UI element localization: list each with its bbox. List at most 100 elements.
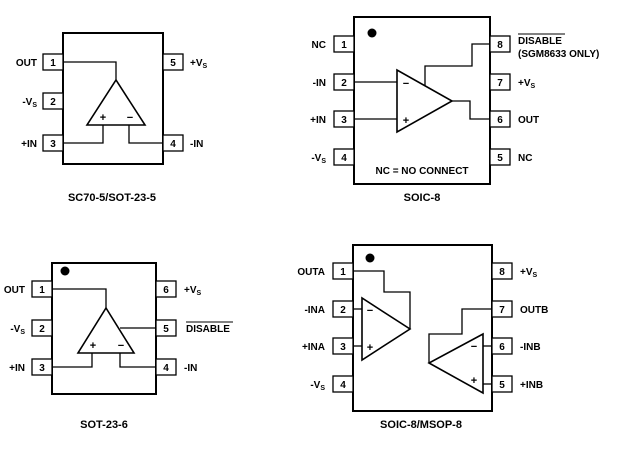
pin-number: 2 <box>39 324 45 335</box>
pin-label: -VS <box>10 324 25 336</box>
package-soic-8-msop-8: 1 2 3 4 8 7 6 5 OUTA -INA +INA -VS +VS O… <box>297 244 548 431</box>
disable-wire <box>424 43 490 86</box>
pin1-indicator-dot <box>365 253 375 263</box>
pin-label: +IN <box>310 115 326 126</box>
pin-label-note: (SGM8633 ONLY) <box>518 49 599 60</box>
pin-label: OUTB <box>520 305 548 316</box>
pin-number: 6 <box>163 285 169 296</box>
pin-number: 4 <box>340 380 346 391</box>
package-title: SOT-23-6 <box>80 419 128 431</box>
pin-label: OUT <box>16 58 37 69</box>
op-amp-a-symbol <box>361 296 412 362</box>
output-a-wire <box>353 270 411 329</box>
pin-number: 2 <box>340 305 346 316</box>
pin-number: 6 <box>497 115 503 126</box>
plus-sign: + <box>403 115 409 127</box>
pin-number: 1 <box>340 267 346 278</box>
pin-number: 4 <box>170 139 176 150</box>
pin-box-4 <box>332 375 354 393</box>
pin-number: 7 <box>497 78 503 89</box>
minus-sign: − <box>127 112 133 124</box>
pin-box-7 <box>489 73 511 91</box>
package-title: SOIC-8/MSOP-8 <box>380 419 462 431</box>
pin-label: NC <box>312 40 326 51</box>
package-sc70-5: 1 2 3 5 4 OUT -VS +IN +VS -IN + − SC70-5… <box>16 32 208 204</box>
minus-sign: − <box>367 305 373 317</box>
pin-label: +IN <box>9 363 25 374</box>
pin-number: 8 <box>499 267 505 278</box>
pin-label: +VS <box>184 285 202 297</box>
output-wire <box>52 288 107 308</box>
pin-number: 3 <box>50 139 56 150</box>
package-soic-8: 1 2 3 4 8 7 6 5 NC -IN +IN -VS DISABLE (… <box>310 16 599 204</box>
pin1-indicator-dot <box>367 28 377 38</box>
pin-number: 4 <box>341 153 347 164</box>
pin-box-1 <box>333 35 355 53</box>
pin-number: 8 <box>497 40 503 51</box>
pin-label: OUT <box>518 115 539 126</box>
pin-number: 4 <box>163 363 169 374</box>
output-b-wire <box>428 308 492 363</box>
pin-label: +VS <box>518 78 536 90</box>
pin1-indicator-dot <box>60 266 70 276</box>
pin-box-2 <box>31 319 53 337</box>
pin-label: +VS <box>190 58 208 70</box>
pin-label: -VS <box>22 97 37 109</box>
pin-label: -IN <box>190 139 203 150</box>
pin-number: 2 <box>50 97 56 108</box>
pin-number: 5 <box>499 380 505 391</box>
op-amp-symbol <box>85 78 147 126</box>
pin-number: 2 <box>341 78 347 89</box>
op-amp-symbol <box>76 306 136 354</box>
pin-label: +INA <box>302 342 325 353</box>
pin-number: 7 <box>499 305 505 316</box>
pin-label: -VS <box>311 153 326 165</box>
pin-label: -INA <box>304 305 325 316</box>
pin-box-4 <box>333 148 355 166</box>
pin-label: NC <box>518 153 532 164</box>
pin-number: 3 <box>340 342 346 353</box>
plus-sign: + <box>367 342 373 354</box>
plus-sign: + <box>90 340 96 352</box>
pin-label: +IN <box>21 139 37 150</box>
pin-label: -IN <box>313 78 326 89</box>
inverting-wire <box>119 353 156 368</box>
package-title: SC70-5/SOT-23-5 <box>68 192 156 204</box>
package-note: NC = NO CONNECT <box>375 166 468 177</box>
minus-sign: − <box>471 341 477 353</box>
pin-number: 6 <box>499 342 505 353</box>
non-inverting-wire <box>52 353 93 368</box>
package-sot-23-6: 1 2 3 6 5 4 OUT -VS +IN +VS DISABLE -IN … <box>4 262 233 431</box>
minus-sign: − <box>118 340 124 352</box>
pin-number: 5 <box>163 324 169 335</box>
pin-number: 3 <box>39 363 45 374</box>
output-wire <box>63 61 117 80</box>
pin-label: +INB <box>520 380 543 391</box>
pin-box-6 <box>155 280 177 298</box>
plus-sign: + <box>100 112 106 124</box>
pin-label: OUT <box>4 285 25 296</box>
pin-number: 5 <box>170 58 176 69</box>
pin-box-2 <box>42 92 64 110</box>
output-wire <box>452 100 490 120</box>
pin-label: +VS <box>520 267 538 279</box>
pin-label: -IN <box>184 363 197 374</box>
pin-box-8 <box>491 262 513 280</box>
pin-label: OUTA <box>297 267 325 278</box>
pin-label: DISABLE <box>186 324 230 335</box>
package-title: SOIC-8 <box>404 192 441 204</box>
minus-sign: − <box>403 78 409 90</box>
pin-label: -VS <box>310 380 325 392</box>
pin-label: DISABLE <box>518 36 562 47</box>
pin-number: 3 <box>341 115 347 126</box>
op-amp-b-symbol <box>427 332 484 395</box>
pin-label: -INB <box>520 342 541 353</box>
pin-box-5 <box>489 148 511 166</box>
pin-number: 5 <box>497 153 503 164</box>
pin-number: 1 <box>39 285 45 296</box>
pin-box-5 <box>162 53 184 71</box>
non-inverting-wire <box>63 125 104 144</box>
plus-sign: + <box>471 375 477 387</box>
pin-number: 1 <box>50 58 56 69</box>
